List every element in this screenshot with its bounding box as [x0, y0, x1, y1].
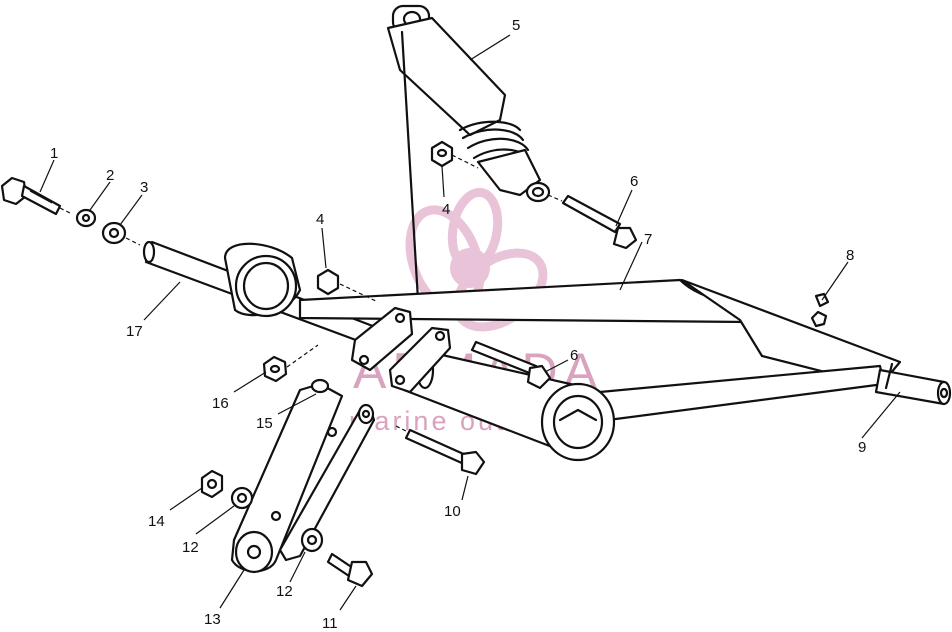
- callout-labels: 1 2 3 4 4 5 6 6 7 8 9 10 11 12 12 13 14 …: [50, 17, 866, 632]
- callout-12-lower: 12: [276, 583, 293, 600]
- callout-16: 16: [212, 395, 229, 412]
- callout-3: 3: [140, 179, 148, 196]
- bolt-upper: [547, 194, 638, 250]
- nut-upper: [430, 140, 479, 169]
- callout-4-upper: 4: [442, 201, 450, 218]
- grease-fitting: [810, 292, 830, 328]
- washer-3: [101, 221, 141, 246]
- callout-4-middle: 4: [316, 211, 324, 228]
- callout-2: 2: [106, 167, 114, 184]
- callout-1: 1: [50, 145, 58, 162]
- washer-12-upper: [230, 486, 254, 510]
- bolt-11: [326, 552, 374, 588]
- nut-14: [200, 469, 224, 499]
- callout-17: 17: [126, 323, 143, 340]
- mounting-bracket: [350, 306, 452, 394]
- leader-lines: [39, 34, 901, 611]
- shock-absorber: [386, 4, 551, 302]
- a-arm: [298, 278, 952, 422]
- callout-10: 10: [444, 503, 461, 520]
- callout-8: 8: [846, 247, 854, 264]
- callout-6-upper: 6: [630, 173, 638, 190]
- callout-5: 5: [512, 17, 520, 34]
- washer-12-lower: [300, 527, 324, 553]
- link-arm: [230, 378, 376, 574]
- callout-12-upper: 12: [182, 539, 199, 556]
- nut-16: [262, 344, 319, 383]
- bolt-lower: [470, 340, 552, 390]
- callout-6-lower: 6: [570, 347, 578, 364]
- washer-2: [75, 208, 97, 228]
- callout-13: 13: [204, 611, 221, 628]
- bolt-10: [395, 425, 486, 476]
- callout-11: 11: [322, 615, 338, 632]
- bolt-left: [0, 176, 73, 216]
- callout-14: 14: [148, 513, 165, 530]
- pivot-shaft: [142, 240, 380, 348]
- callout-7: 7: [644, 231, 652, 248]
- callout-15: 15: [256, 415, 273, 432]
- callout-9: 9: [858, 439, 866, 456]
- nut-middle: [316, 268, 379, 303]
